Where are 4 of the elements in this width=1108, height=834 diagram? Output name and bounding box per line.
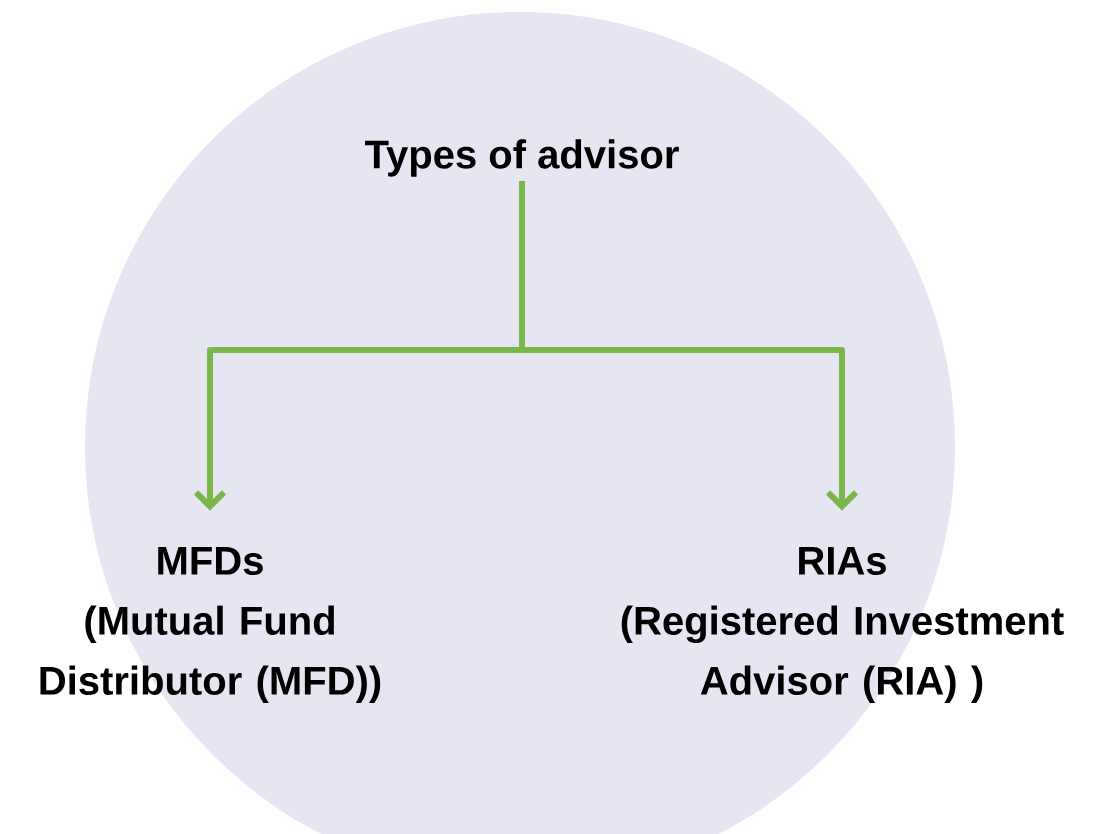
node-label: MFDs (Mutual Fund Distributor (MFD)) [40,547,381,703]
node-label: Types of advisor [365,139,679,177]
arrow [519,181,859,511]
node-label: RIAs (Registered Investment Advisor (RIA) ) [621,547,1064,703]
